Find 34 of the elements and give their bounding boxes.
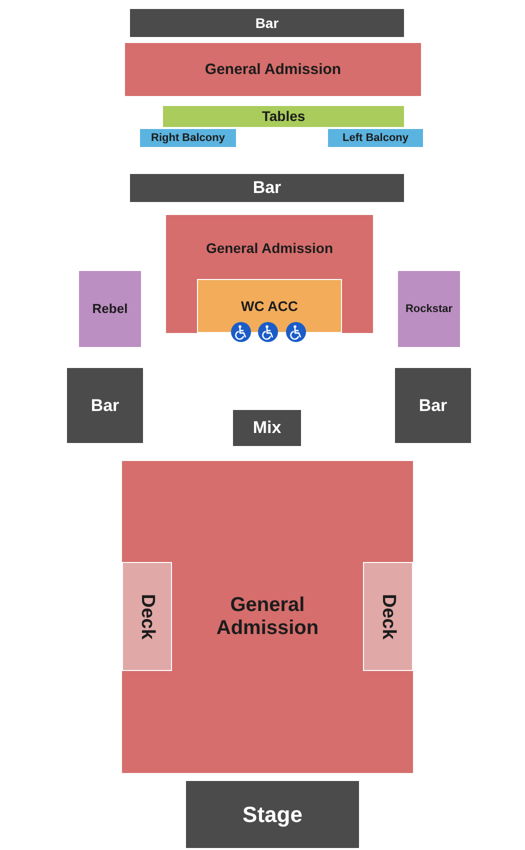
section-label: Deck xyxy=(377,594,399,640)
section-label: Tables xyxy=(262,108,306,125)
deck-section xyxy=(363,562,413,671)
general-admission-section xyxy=(166,215,373,333)
section-label: General Admission xyxy=(206,240,334,256)
mix-booth xyxy=(233,410,301,446)
accessible-seating-section xyxy=(197,279,342,333)
seating-section xyxy=(398,271,460,347)
bar-area xyxy=(130,9,404,37)
balcony-section xyxy=(140,129,236,147)
deck-section xyxy=(122,562,172,671)
balcony-section xyxy=(328,129,423,147)
tables-section xyxy=(163,106,404,127)
section-label: Bar xyxy=(90,396,120,416)
general-admission-section xyxy=(122,461,413,773)
section-label: WC ACC xyxy=(240,298,298,314)
section-label: General Admission xyxy=(204,60,342,78)
bar-area xyxy=(67,368,143,443)
general-admission-section xyxy=(125,43,421,96)
section-label: General Admission xyxy=(215,594,320,640)
section-label: Bar xyxy=(255,14,279,32)
section-label: Deck xyxy=(136,594,158,640)
section-label: Mix xyxy=(252,418,282,438)
section-label: Rockstar xyxy=(405,302,453,316)
bar-area xyxy=(395,368,471,443)
section-label: Bar xyxy=(418,396,448,416)
section-label: Rebel xyxy=(92,302,128,316)
bar-area xyxy=(130,174,404,202)
section-label: Bar xyxy=(252,178,282,198)
seating-section xyxy=(79,271,141,347)
stage-block xyxy=(186,781,359,848)
section-label: Left Balcony xyxy=(342,132,408,144)
section-label: Right Balcony xyxy=(151,132,225,144)
section-label: Stage xyxy=(242,802,302,828)
